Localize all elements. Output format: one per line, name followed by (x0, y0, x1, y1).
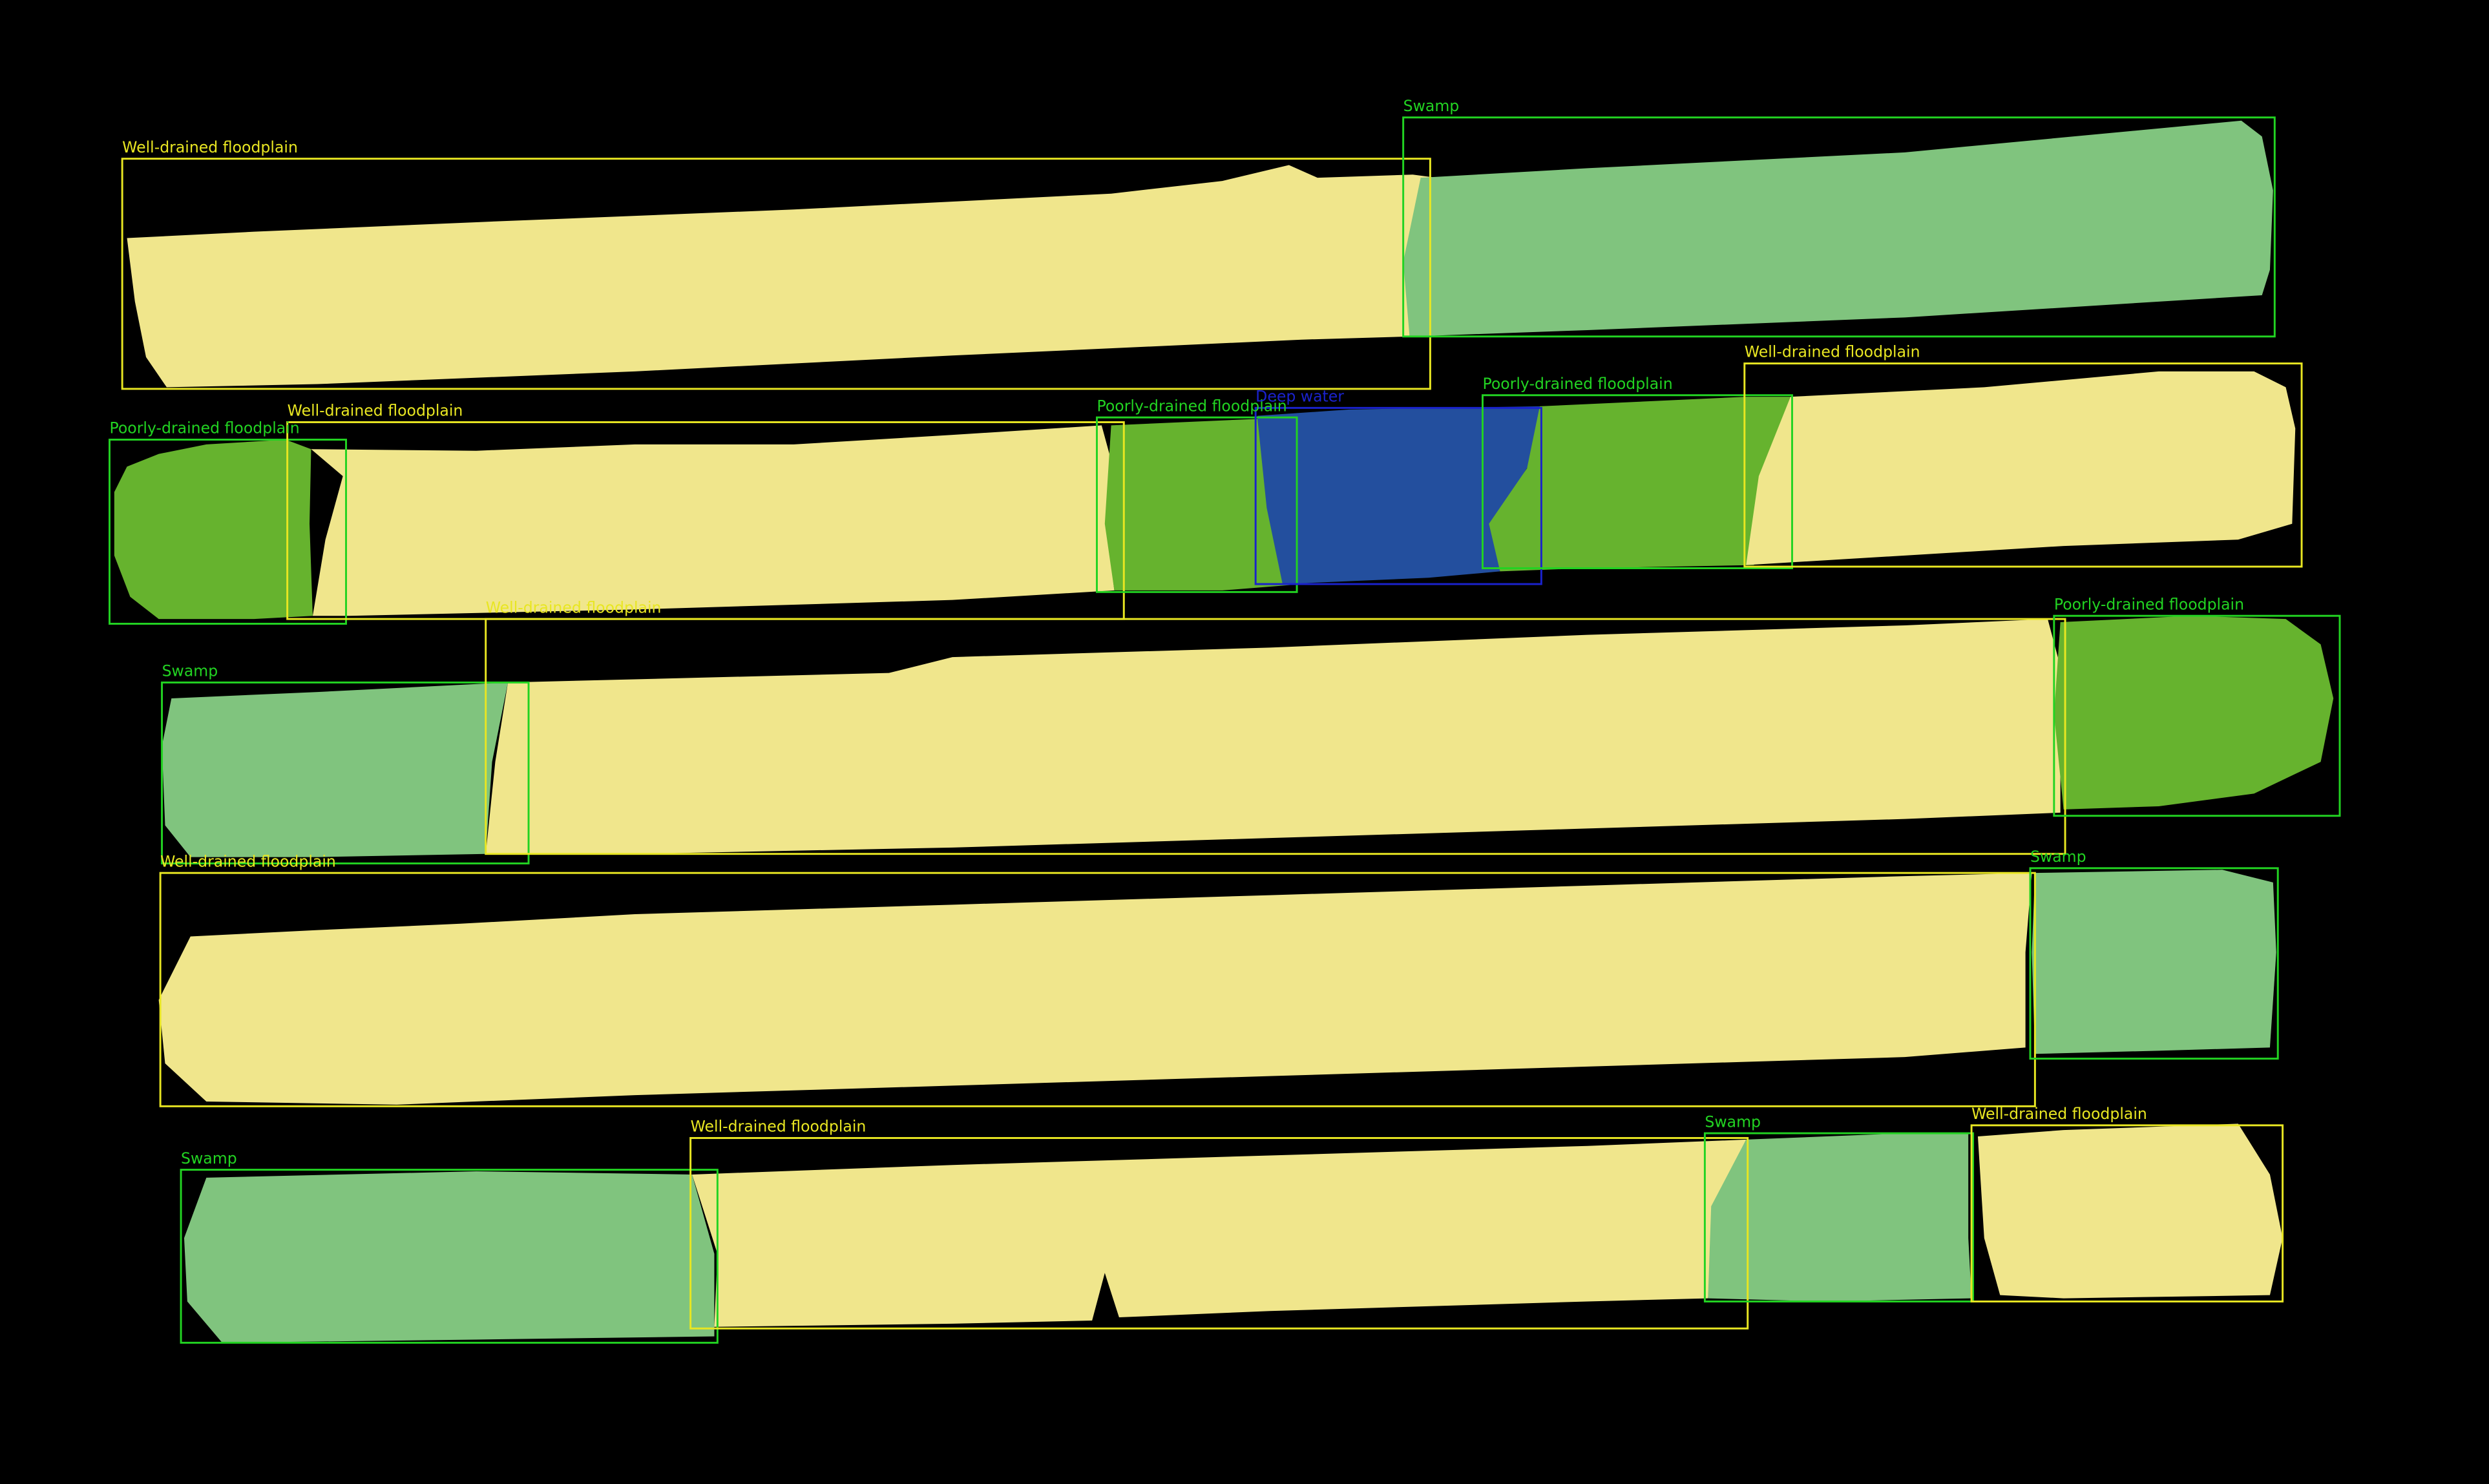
region-label-r17: Well-drained floodplain (1971, 1105, 2147, 1123)
region-label-r13: Swamp (2030, 848, 2086, 866)
region-fill-r3 (114, 439, 313, 620)
region-fill-r16 (1708, 1133, 1972, 1302)
region-fill-r5 (1104, 415, 1302, 590)
region-box-r15[interactable] (689, 1136, 1749, 1330)
region-label-r14: Swamp (181, 1149, 237, 1167)
region-label-r2: Swamp (1403, 97, 1460, 115)
region-box-r1[interactable] (121, 158, 1431, 390)
region-box-r9[interactable] (161, 681, 530, 864)
region-fill-r15 (692, 1139, 1747, 1327)
region-label-r7: Poorly-drained floodplain (1482, 375, 1672, 393)
region-box-r11[interactable] (2053, 614, 2341, 817)
region-box-r2[interactable] (1402, 116, 2276, 338)
region-fill-r7 (1489, 397, 1791, 572)
region-fill-r8 (1746, 371, 2296, 565)
region-fill-r11 (2053, 616, 2334, 810)
region-label-r8: Well-drained floodplain (1745, 343, 1920, 361)
region-label-r6: Deep water (1255, 388, 1344, 406)
region-fill-r4 (311, 425, 1115, 616)
region-fill-r12 (158, 873, 2032, 1105)
region-label-r5: Poorly-drained floodplain (1097, 397, 1287, 415)
region-label-r9: Swamp (162, 662, 218, 680)
region-box-r13[interactable] (2029, 867, 2279, 1060)
region-box-r10[interactable] (485, 618, 2066, 855)
region-label-r3: Poorly-drained floodplain (110, 419, 300, 437)
region-fill-r10 (485, 619, 2061, 854)
region-fill-r14 (184, 1171, 715, 1343)
region-box-r5[interactable] (1096, 416, 1298, 593)
region-box-r17[interactable] (1970, 1124, 2284, 1302)
region-box-r3[interactable] (109, 439, 348, 625)
region-label-r4: Well-drained floodplain (288, 402, 463, 420)
region-label-r1: Well-drained floodplain (122, 138, 298, 156)
region-box-r6[interactable] (1254, 406, 1542, 585)
region-fill-r13 (2032, 870, 2276, 1054)
region-box-r16[interactable] (1703, 1132, 1975, 1302)
region-label-r11: Poorly-drained floodplain (2054, 595, 2244, 613)
region-label-r15: Well-drained floodplain (691, 1118, 866, 1136)
region-box-r14[interactable] (180, 1169, 719, 1344)
region-fill-r17 (1977, 1123, 2283, 1299)
region-box-r7[interactable] (1481, 394, 1793, 569)
region-label-r16: Swamp (1705, 1113, 1761, 1131)
region-label-r12: Well-drained floodplain (160, 852, 336, 870)
region-label-r10: Well-drained floodplain (486, 598, 662, 616)
region-fill-r2 (1403, 120, 2273, 337)
region-fill-r9 (162, 682, 509, 857)
region-box-r8[interactable] (1743, 362, 2303, 568)
region-fill-r6 (1257, 406, 1540, 585)
region-fill-r1 (127, 165, 1437, 388)
region-box-r12[interactable] (159, 872, 2036, 1107)
